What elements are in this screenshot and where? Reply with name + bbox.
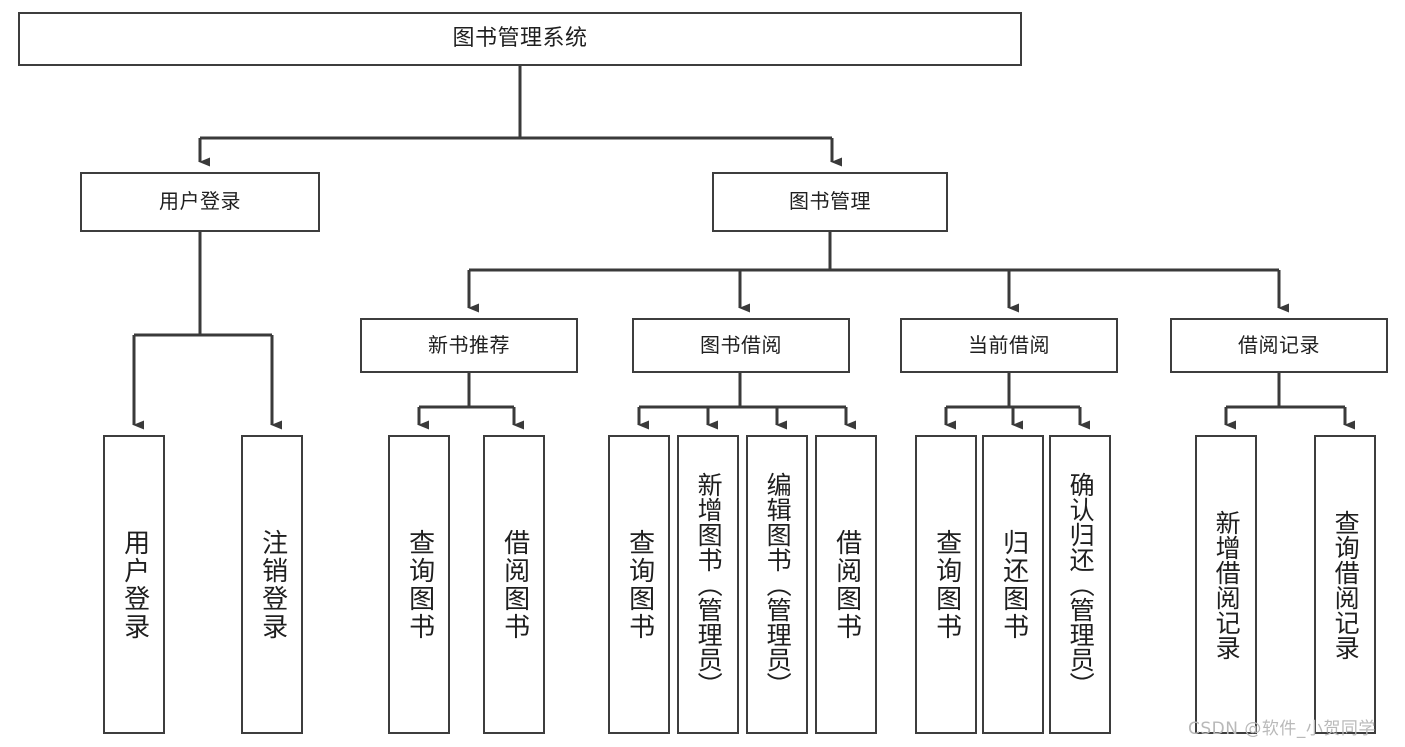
node-borrow-record: 借阅记录 [1170,318,1388,373]
node-user-login-module: 用户登录 [80,172,320,232]
leaf-add-borrow-record-label: 新增借阅记录 [1212,509,1242,660]
leaf-recommend-query-book: 查询图书 [388,435,450,734]
leaf-return-book-label: 归还图书 [998,528,1029,641]
leaf-logout-label: 注销登录 [257,528,288,641]
leaf-add-book-admin: 新增图书（管理员） [677,435,739,734]
node-new-book-recommend: 新书推荐 [360,318,578,373]
leaf-edit-book-admin: 编辑图书（管理员） [746,435,808,734]
csdn-watermark: CSDN @软件_小贺同学 [1188,719,1376,739]
node-book-management-module: 图书管理 [712,172,948,232]
leaf-query-borrow-record: 查询借阅记录 [1314,435,1376,734]
leaf-borrow-query-book-label: 查询图书 [624,528,655,641]
leaf-recommend-query-book-label: 查询图书 [404,528,435,641]
leaf-return-book: 归还图书 [982,435,1044,734]
leaf-confirm-return-admin-label: 确认归还（管理员） [1066,472,1096,697]
leaf-borrow-book-label: 借阅图书 [831,528,862,641]
node-user-login-module-label: 用户登录 [159,189,241,214]
node-new-book-recommend-label: 新书推荐 [428,332,510,357]
leaf-logout: 注销登录 [241,435,303,734]
leaf-borrow-query-book: 查询图书 [608,435,670,734]
leaf-current-query-book-label: 查询图书 [931,528,962,641]
leaf-user-login-label: 用户登录 [119,528,150,641]
leaf-borrow-book: 借阅图书 [815,435,877,734]
leaf-current-query-book: 查询图书 [915,435,977,734]
node-borrow-record-label: 借阅记录 [1238,332,1320,357]
leaf-add-borrow-record: 新增借阅记录 [1195,435,1257,734]
node-book-borrow: 图书借阅 [632,318,850,373]
leaf-confirm-return-admin: 确认归还（管理员） [1049,435,1111,734]
leaf-query-borrow-record-label: 查询借阅记录 [1331,509,1361,660]
node-root-system: 图书管理系统 [18,12,1022,66]
leaf-add-book-admin-label: 新增图书（管理员） [694,472,724,697]
leaf-recommend-borrow-book-label: 借阅图书 [499,528,530,641]
leaf-recommend-borrow-book: 借阅图书 [483,435,545,734]
node-root-label: 图书管理系统 [452,26,588,52]
node-book-borrow-label: 图书借阅 [700,332,782,357]
node-book-management-module-label: 图书管理 [789,189,871,214]
node-current-borrow: 当前借阅 [900,318,1118,373]
leaf-edit-book-admin-label: 编辑图书（管理员） [763,472,793,697]
leaf-user-login: 用户登录 [103,435,165,734]
node-current-borrow-label: 当前借阅 [968,332,1050,357]
